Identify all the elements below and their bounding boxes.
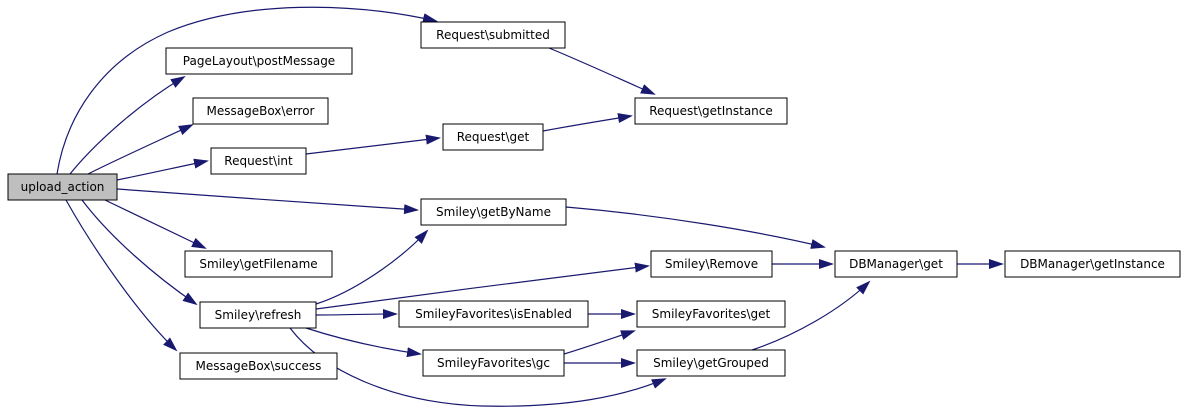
node-label-smiley-remove: Smiley\Remove (665, 257, 758, 271)
node-smiley-getbyname[interactable]: Smiley\getByName (420, 198, 567, 226)
node-label-smileyfavorites-gc: SmileyFavorites\gc (437, 356, 550, 370)
node-box-dbmanager-get[interactable] (834, 250, 958, 278)
node-box-smiley-getgrouped[interactable] (636, 349, 786, 377)
node-box-messagebox-success[interactable] (179, 352, 338, 380)
node-smileyfavorites-isenabled[interactable]: SmileyFavorites\isEnabled (398, 300, 589, 328)
node-label-messagebox-error: MessageBox\error (207, 104, 315, 118)
node-box-request-submitted[interactable] (420, 21, 566, 49)
edge-upload-action-to-pagelayout-postmessage (69, 75, 186, 175)
edge-smiley-refresh-to-smileyfavorites-isenabled (315, 309, 398, 320)
node-label-request-submitted: Request\submitted (436, 28, 550, 42)
edge-upload-action-to-messagebox-success (65, 199, 178, 352)
edge-smileyfavorites-gc-to-smileyfavorites-get (563, 330, 636, 355)
node-box-pagelayout-postmessage[interactable] (165, 47, 353, 75)
edge-upload-action-to-smiley-getfilename (104, 199, 207, 249)
node-box-smiley-getfilename[interactable] (184, 250, 333, 278)
node-label-request-int: Request\int (224, 154, 293, 168)
node-label-upload-action: upload_action (21, 180, 105, 194)
node-box-smiley-refresh[interactable] (199, 301, 317, 329)
node-request-submitted[interactable]: Request\submitted (420, 21, 566, 49)
node-box-smiley-getbyname[interactable] (420, 198, 567, 226)
edge-smiley-getgrouped-to-dbmanager-get (751, 280, 871, 351)
node-dbmanager-get[interactable]: DBManager\get (834, 250, 958, 278)
edge-request-submitted-to-request-getinstance (548, 47, 656, 95)
edge-request-int-to-request-get (305, 134, 441, 155)
node-box-dbmanager-getinstance[interactable] (1004, 250, 1181, 278)
node-box-smileyfavorites-isenabled[interactable] (398, 300, 589, 328)
edge-upload-action-to-smiley-getbyname (116, 188, 419, 215)
edge-upload-action-to-request-int (116, 158, 209, 181)
edge-smiley-getbyname-to-dbmanager-get (565, 206, 826, 249)
node-label-dbmanager-get: DBManager\get (849, 257, 943, 271)
node-box-smiley-remove[interactable] (650, 250, 773, 278)
edge-upload-action-to-smiley-refresh (81, 199, 198, 306)
node-box-smileyfavorites-gc[interactable] (422, 349, 565, 377)
node-pagelayout-postmessage[interactable]: PageLayout\postMessage (165, 47, 353, 75)
node-box-request-getinstance[interactable] (634, 97, 788, 125)
node-label-smileyfavorites-isenabled: SmileyFavorites\isEnabled (415, 307, 572, 321)
edge-smiley-refresh-to-smiley-getbyname (315, 229, 429, 305)
node-messagebox-success[interactable]: MessageBox\success (179, 352, 338, 380)
node-label-smiley-refresh: Smiley\refresh (215, 308, 302, 322)
node-box-request-int[interactable] (210, 147, 307, 175)
node-smiley-refresh[interactable]: Smiley\refresh (199, 301, 317, 329)
edge-smiley-refresh-to-smileyfavorites-gc (305, 327, 422, 358)
node-label-request-getinstance: Request\getInstance (649, 104, 773, 118)
node-box-messagebox-error[interactable] (192, 97, 329, 125)
node-smileyfavorites-gc[interactable]: SmileyFavorites\gc (422, 349, 565, 377)
node-box-upload-action[interactable] (7, 173, 118, 201)
node-smiley-remove[interactable]: Smiley\Remove (650, 250, 773, 278)
node-label-messagebox-success: MessageBox\success (196, 359, 322, 373)
node-box-request-get[interactable] (442, 123, 544, 151)
node-request-getinstance[interactable]: Request\getInstance (634, 97, 788, 125)
edge-request-get-to-request-getinstance (542, 113, 633, 132)
node-request-int[interactable]: Request\int (210, 147, 307, 175)
node-label-dbmanager-getinstance: DBManager\getInstance (1020, 257, 1165, 271)
edge-upload-action-to-request-submitted (56, 6, 438, 175)
node-smileyfavorites-get[interactable]: SmileyFavorites\get (636, 300, 786, 328)
node-box-smileyfavorites-get[interactable] (636, 300, 786, 328)
node-label-pagelayout-postmessage: PageLayout\postMessage (183, 54, 335, 68)
node-smiley-getgrouped[interactable]: Smiley\getGrouped (636, 349, 786, 377)
node-request-get[interactable]: Request\get (442, 123, 544, 151)
node-dbmanager-getinstance[interactable]: DBManager\getInstance (1004, 250, 1181, 278)
edge-upload-action-to-messagebox-error (87, 124, 194, 175)
node-messagebox-error[interactable]: MessageBox\error (192, 97, 329, 125)
node-upload-action[interactable]: upload_action (7, 173, 118, 201)
node-smiley-getfilename[interactable]: Smiley\getFilename (184, 250, 333, 278)
node-label-request-get: Request\get (457, 130, 530, 144)
edge-smiley-refresh-to-smiley-remove (315, 262, 650, 310)
node-label-smiley-getfilename: Smiley\getFilename (199, 257, 317, 271)
node-label-smileyfavorites-get: SmileyFavorites\get (652, 307, 771, 321)
node-label-smiley-getbyname: Smiley\getByName (436, 205, 551, 219)
node-label-smiley-getgrouped: Smiley\getGrouped (653, 356, 769, 370)
